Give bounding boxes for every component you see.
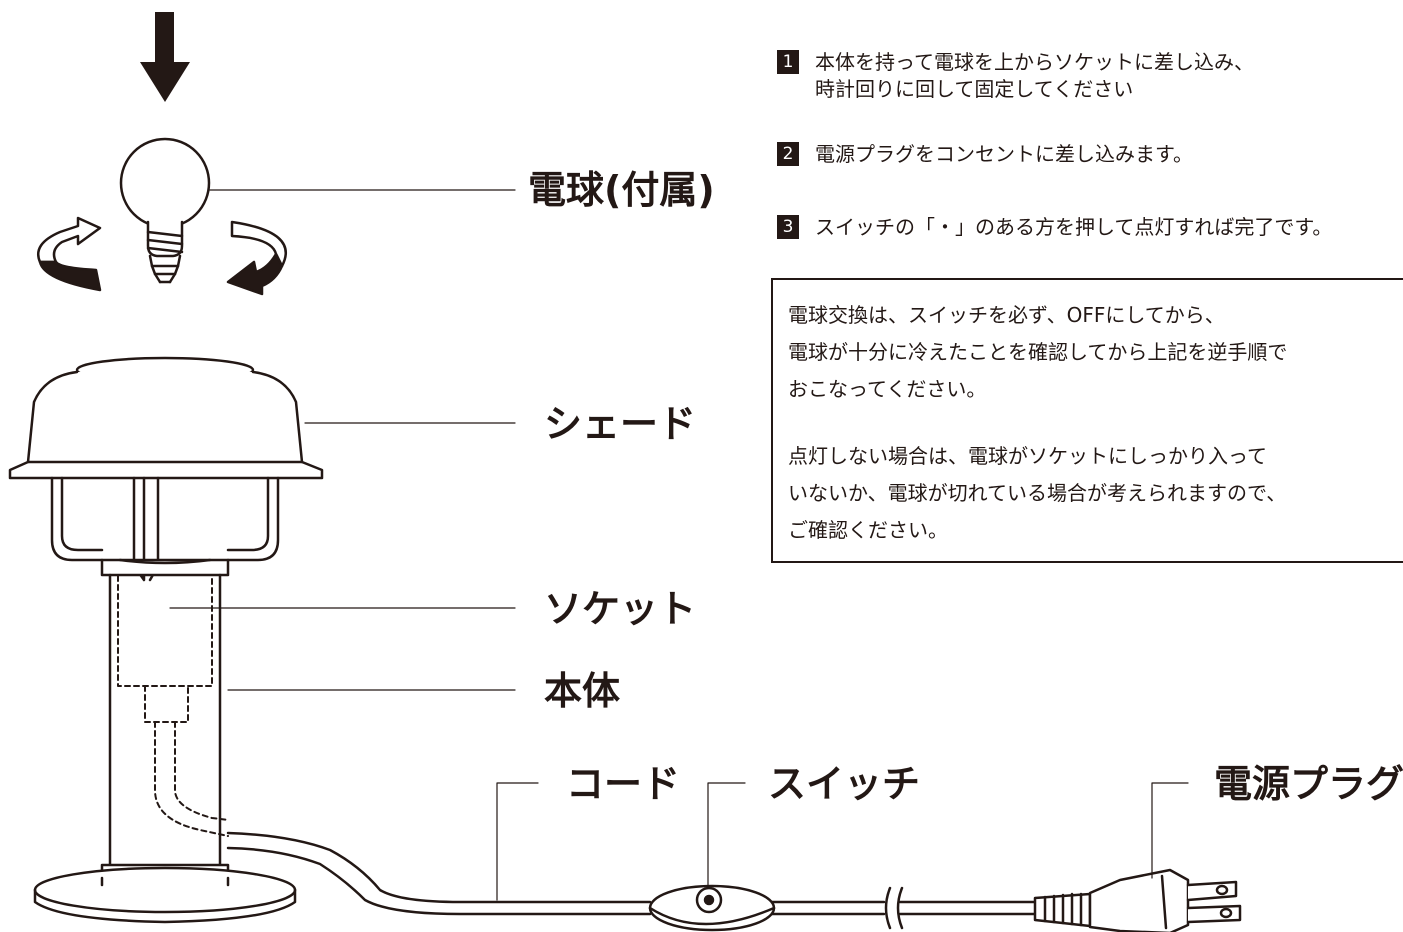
label-socket: ソケット — [544, 587, 697, 631]
step-1: 1 本体を持って電球を上からソケットに差し込み、 時計回りに回して固定してくださ… — [777, 49, 1254, 103]
label-switch: スイッチ — [768, 762, 921, 806]
label-cord: コード — [566, 762, 681, 806]
power-cord — [226, 831, 1037, 930]
notice-line: 電球交換は、スイッチを必ず、OFFにしてから、 — [788, 303, 1225, 327]
label-bulb: 電球(付属) — [528, 168, 715, 212]
light-bulb-icon — [119, 137, 211, 284]
notice-line: いないか、電球が切れている場合が考えられますので、 — [788, 481, 1287, 505]
label-body: 本体 — [544, 669, 621, 713]
step-number-badge: 3 — [777, 215, 799, 239]
lamp-body — [33, 558, 297, 924]
leader-lines — [169, 189, 1189, 901]
step-line: 本体を持って電球を上からソケットに差し込み、 — [815, 50, 1254, 74]
label-shade: シェード — [544, 402, 697, 446]
notice-paragraph-replacement: 電球交換は、スイッチを必ず、OFFにしてから、 電球が十分に冷えたことを確認して… — [788, 297, 1287, 408]
step-line: 電源プラグをコンセントに差し込みます。 — [815, 142, 1193, 166]
step-line: スイッチの「・」のある方を押して点灯すれば完了です。 — [815, 215, 1333, 239]
notice-line: 点灯しない場合は、電球がソケットにしっかり入って — [788, 444, 1267, 468]
step-number-badge: 2 — [777, 142, 799, 166]
notice-line: ご確認ください。 — [788, 518, 948, 542]
step-text: スイッチの「・」のある方を押して点灯すれば完了です。 — [815, 214, 1332, 241]
step-number-badge: 1 — [777, 50, 799, 74]
step-text: 電源プラグをコンセントに差し込みます。 — [815, 141, 1193, 168]
step-line: 時計回りに回して固定してください — [815, 77, 1134, 101]
power-plug — [1033, 868, 1242, 932]
lamp-shade — [8, 356, 324, 582]
step-text: 本体を持って電球を上からソケットに差し込み、 時計回りに回して固定してください — [815, 49, 1254, 103]
label-plug: 電源プラグ — [1214, 762, 1403, 806]
down-arrow-icon — [140, 12, 190, 102]
notice-line: おこなってください。 — [788, 377, 987, 401]
notice-line: 電球が十分に冷えたことを確認してから上記を逆手順で — [788, 340, 1288, 364]
inline-switch — [648, 884, 776, 932]
notice-paragraph-troubleshoot: 点灯しない場合は、電球がソケットにしっかり入って いないか、電球が切れている場合… — [788, 438, 1286, 549]
rotate-clockwise-icon — [37, 216, 288, 296]
caution-notice-box — [771, 278, 1403, 563]
step-2: 2 電源プラグをコンセントに差し込みます。 — [777, 141, 1193, 168]
step-3: 3 スイッチの「・」のある方を押して点灯すれば完了です。 — [777, 214, 1332, 241]
